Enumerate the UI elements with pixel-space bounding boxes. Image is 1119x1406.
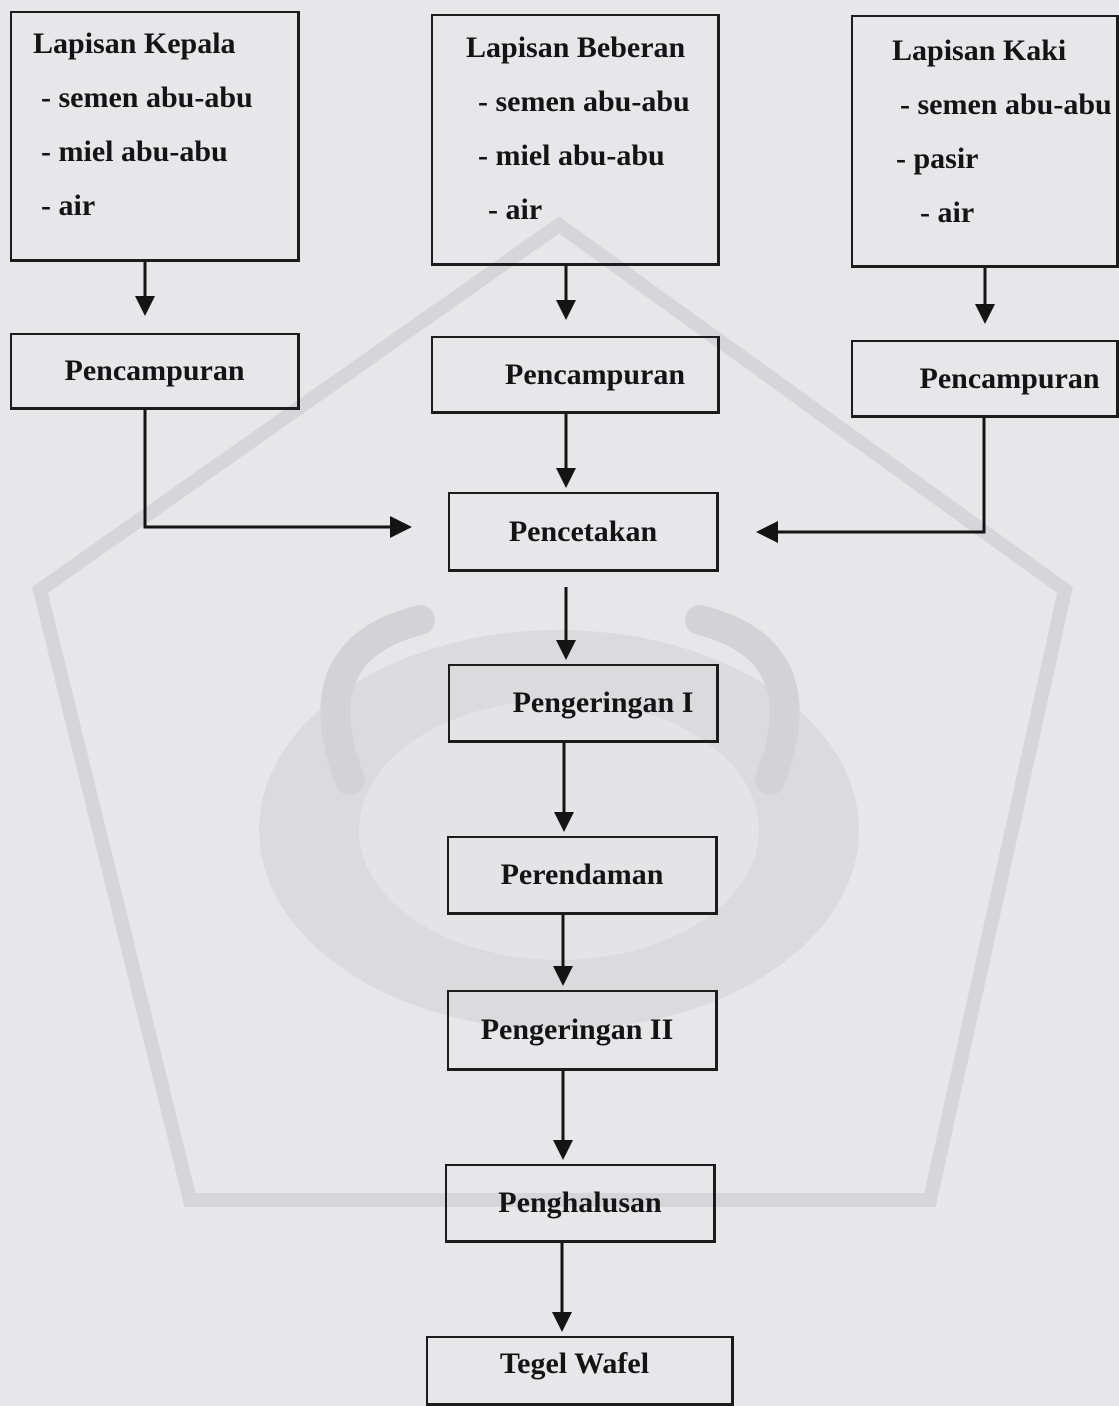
arrow-mixing1-to-molding: [143, 410, 392, 529]
step-product: Tegel Wafel: [426, 1336, 734, 1406]
arrowhead-mixing3: [756, 521, 778, 543]
layer-kaki-item-1: - semen abu-abu: [900, 88, 1112, 121]
layer-beberan-item-3: - air: [488, 193, 543, 226]
step-molding: Pencetakan: [448, 492, 719, 572]
arrowhead-mixing2: [556, 468, 576, 488]
step-soaking: Perendaman: [447, 836, 718, 915]
arrowhead-kepala: [135, 296, 155, 316]
layer-kepala-item-1: - semen abu-abu: [41, 81, 253, 114]
step-drying-1: Pengeringan I: [448, 664, 719, 743]
arrowhead-smoothing: [552, 1312, 572, 1332]
step-drying-2-label: Pengeringan II: [480, 1013, 674, 1046]
arrowhead-soaking: [553, 966, 573, 986]
arrow-mixing3-to-molding: [776, 418, 986, 534]
arrowhead-drying1: [554, 812, 574, 832]
layer-box-kaki: Lapisan Kaki - semen abu-abu - pasir - a…: [851, 15, 1119, 268]
step-drying-2: Pengeringan II: [447, 990, 718, 1071]
mixing-box-beberan: Pencampuran: [431, 336, 720, 414]
arrowhead-kaki: [975, 304, 995, 324]
layer-box-beberan: Lapisan Beberan - semen abu-abu - miel a…: [431, 14, 720, 266]
arrowhead-beberan: [556, 300, 576, 320]
step-smoothing-label: Penghalusan: [498, 1186, 662, 1219]
arrowhead-mixing1: [390, 516, 412, 538]
mixing-label-beberan: Pencampuran: [505, 357, 685, 391]
step-smoothing: Penghalusan: [445, 1164, 716, 1243]
mixing-box-kepala: Pencampuran: [10, 333, 300, 410]
layer-kaki-item-3: - air: [920, 196, 975, 229]
arrowhead-drying2: [553, 1140, 573, 1160]
layer-title-kaki: Lapisan Kaki: [892, 34, 1067, 67]
step-soaking-label: Perendaman: [500, 858, 664, 891]
mixing-box-kaki: Pencampuran: [851, 340, 1119, 418]
step-molding-label: Pencetakan: [508, 514, 658, 548]
mixing-label-kaki: Pencampuran: [919, 361, 1100, 395]
layer-beberan-item-2: - miel abu-abu: [478, 139, 665, 172]
step-drying-1-label: Pengeringan I: [512, 686, 694, 719]
arrowhead-molding: [556, 640, 576, 660]
layer-title-beberan: Lapisan Beberan: [466, 31, 686, 64]
layer-box-kepala: Lapisan Kepala - semen abu-abu - miel ab…: [10, 11, 300, 262]
layer-beberan-item-1: - semen abu-abu: [478, 85, 690, 118]
step-product-label: Tegel Wafel: [499, 1346, 650, 1380]
layer-kepala-item-2: - miel abu-abu: [41, 135, 228, 168]
mixing-label-kepala: Pencampuran: [64, 354, 245, 387]
layer-title-kepala: Lapisan Kepala: [33, 27, 236, 60]
layer-kaki-item-2: - pasir: [896, 142, 979, 175]
layer-kepala-item-3: - air: [41, 189, 96, 222]
